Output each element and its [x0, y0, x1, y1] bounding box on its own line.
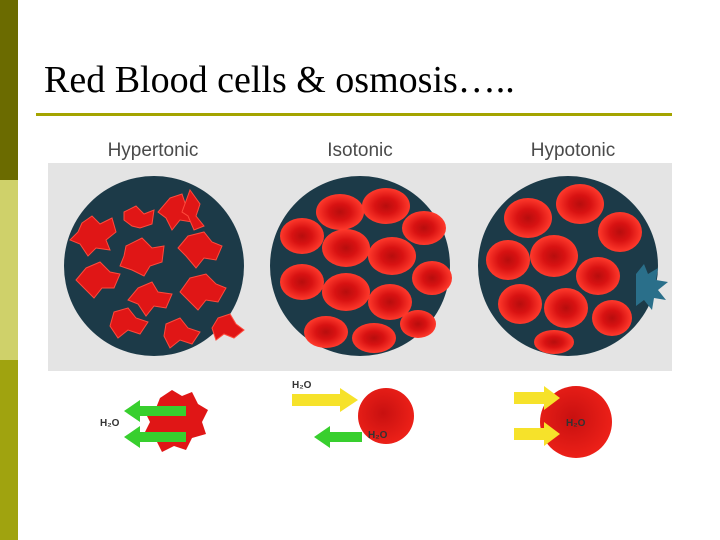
- crenated-cell: [181, 188, 205, 231]
- hypotonic-illustration: H₂O: [514, 386, 612, 458]
- crenated-cell: [127, 281, 173, 317]
- accent-stripe-dark: [0, 0, 18, 180]
- normal-cell: [358, 388, 414, 444]
- swollen-rbc: [544, 288, 588, 328]
- swollen-rbc: [498, 284, 542, 324]
- rbc-disc: [402, 211, 446, 245]
- title-underline: [36, 113, 672, 116]
- rbc-disc: [352, 323, 396, 353]
- rbc-disc: [280, 218, 324, 254]
- rbc-disc: [304, 316, 348, 348]
- water-label-outside: H₂O: [292, 380, 312, 391]
- rbc-disc: [316, 194, 364, 230]
- hypertonic-illustration: H₂O: [100, 390, 208, 452]
- rbc-disc: [322, 229, 370, 267]
- water-label: H₂O: [100, 418, 120, 429]
- rbc-disc: [322, 273, 370, 311]
- swollen-rbc: [576, 257, 620, 295]
- accent-stripe-mid: [0, 360, 18, 540]
- swollen-rbc: [592, 300, 632, 336]
- lysed-cell: [636, 264, 668, 310]
- crenated-cell: [179, 273, 227, 311]
- water-label-cell: H₂O: [566, 418, 586, 429]
- arrow-in-icon: [292, 388, 358, 412]
- crenated-cell: [119, 237, 165, 277]
- arrow-out-icon: [124, 426, 186, 448]
- swollen-rbc: [556, 184, 604, 224]
- rbc-disc: [412, 261, 452, 295]
- rbc-disc: [368, 284, 412, 320]
- arrow-in-icon: [514, 422, 560, 446]
- crenated-cell: [109, 307, 149, 339]
- crenated-cell: [211, 313, 245, 341]
- rbc-disc: [280, 264, 324, 300]
- swollen-rbc: [486, 240, 530, 280]
- rbc-disc: [368, 237, 416, 275]
- crenated-cell: [163, 317, 201, 349]
- swelling-cell: [540, 386, 612, 458]
- crenated-cell: [69, 215, 117, 257]
- crenated-cells-group: [69, 188, 245, 349]
- crenated-cell: [157, 193, 199, 231]
- crenated-cell: [177, 231, 223, 269]
- crenated-cell: [123, 205, 155, 229]
- arrow-in-icon: [514, 386, 560, 410]
- normal-cells-group: [280, 188, 452, 353]
- panel-title-hypotonic: Hypotonic: [531, 140, 616, 161]
- rbc-disc: [400, 310, 436, 338]
- isotonic-illustration: H₂O H₂O: [292, 380, 414, 448]
- slide-title: Red Blood cells & osmosis…..: [44, 59, 515, 101]
- swollen-rbc: [534, 330, 574, 354]
- arrow-out-icon: [314, 426, 362, 448]
- rbc-disc: [362, 188, 410, 224]
- shrunken-cell: [144, 390, 208, 452]
- panel-title-isotonic: Isotonic: [327, 140, 392, 161]
- swollen-rbc: [598, 212, 642, 252]
- swollen-rbc: [530, 235, 578, 277]
- swollen-rbc: [504, 198, 552, 238]
- osmosis-diagram: Hypertonic Isotonic Hypotonic: [48, 140, 672, 458]
- panel-title-hypertonic: Hypertonic: [108, 140, 199, 161]
- accent-stripe-light: [0, 180, 18, 360]
- crenated-cell: [75, 261, 121, 299]
- swollen-cells-group: [486, 184, 668, 354]
- water-label-cell: H₂O: [368, 430, 388, 441]
- arrow-out-icon: [124, 400, 186, 422]
